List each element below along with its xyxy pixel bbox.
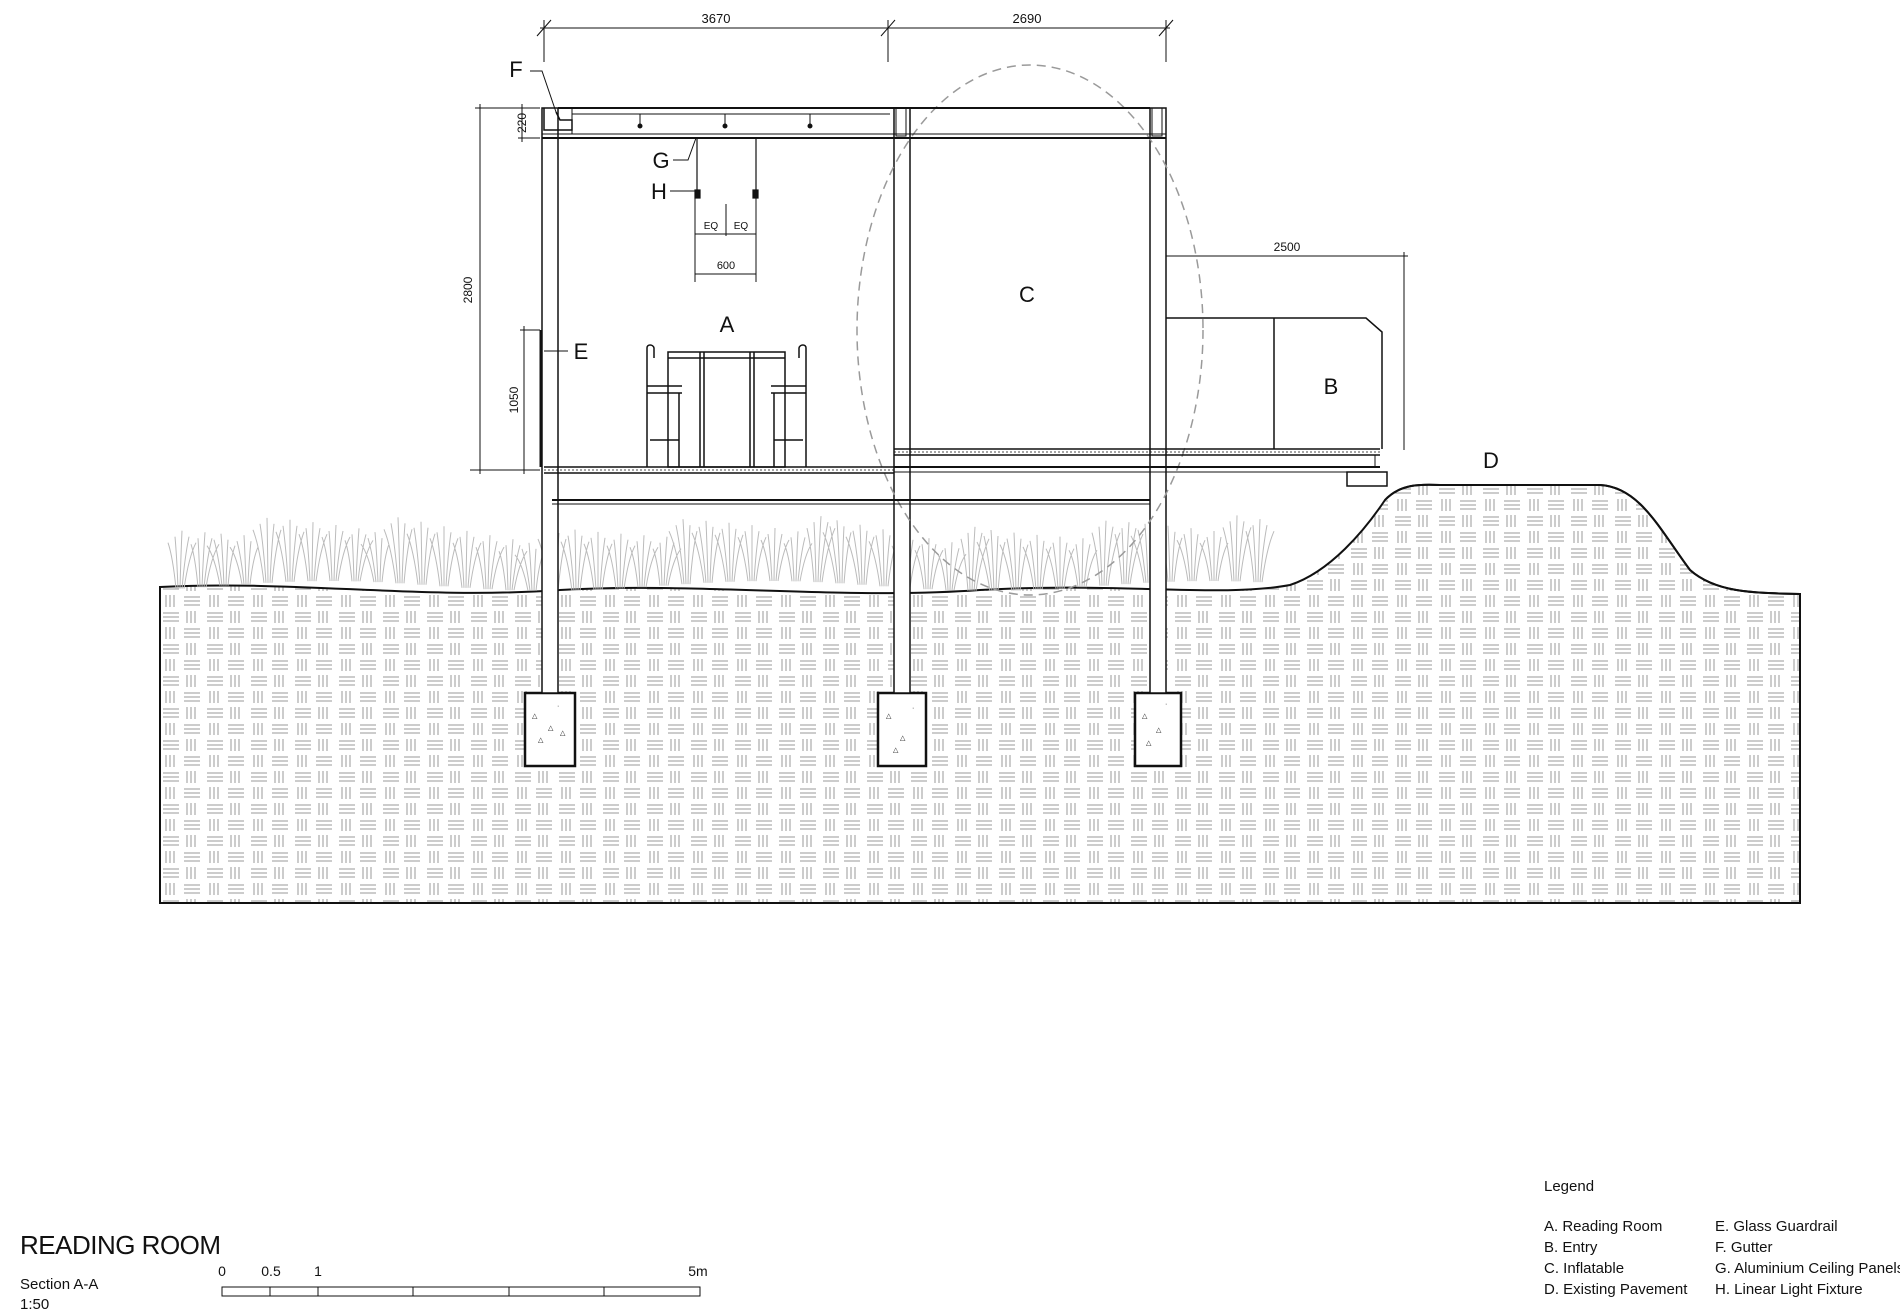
bookshelf	[667, 351, 786, 468]
footing-1	[523, 691, 577, 768]
legend-title: Legend	[1544, 1178, 1595, 1195]
legend-item-inflatable: C. Inflatable	[1544, 1260, 1625, 1277]
dimension-labels: 3670 2690 220 2800 1050 EQ EQ 600 2500	[461, 11, 1301, 413]
ground-section	[159, 483, 1801, 904]
scale-label-0: 0	[218, 1263, 226, 1279]
inflatable-outline	[856, 64, 1204, 596]
svg-text:·: ·	[557, 703, 559, 710]
reading-room-floor	[544, 466, 1150, 505]
svg-text:△: △	[538, 737, 544, 744]
callout-g: G	[652, 148, 669, 173]
title-block: READING ROOM Section A-A 1:50	[20, 1230, 221, 1315]
svg-text:△: △	[560, 730, 566, 737]
scale-label-half: 0.5	[261, 1263, 281, 1279]
column-1	[541, 107, 559, 694]
column-3	[1149, 107, 1167, 694]
dim-width-c: 2690	[1013, 11, 1042, 26]
dim-height: 2800	[461, 276, 475, 303]
callout-d: D	[1483, 448, 1499, 473]
scale-label-5m: 5m	[688, 1263, 707, 1279]
dim-guardrail: 1050	[507, 386, 521, 413]
callout-leaders	[530, 70, 697, 352]
dim-light-spacing: 600	[717, 260, 735, 272]
dim-entry-width: 2500	[1274, 240, 1301, 254]
legend-item-existing-pavement: D. Existing Pavement	[1544, 1281, 1688, 1298]
svg-text:·: ·	[912, 705, 914, 712]
existing-pavement-outline	[1384, 483, 1801, 595]
grass-blades	[167, 515, 1275, 592]
legend-item-glass-guardrail: E. Glass Guardrail	[1715, 1218, 1838, 1235]
callout-c: C	[1019, 282, 1035, 307]
footing-2	[876, 691, 928, 768]
legend: Legend A. Reading Room E. Glass Guardrai…	[1544, 1178, 1900, 1300]
scale-label-1: 1	[314, 1263, 322, 1279]
chair-right	[771, 344, 807, 467]
grass-vegetation	[167, 515, 1275, 592]
legend-item-ceiling-panels: G. Aluminium Ceiling Panels	[1715, 1260, 1900, 1277]
footing-aggregate: △△△·△ △△△· △△△·	[532, 701, 1167, 754]
dimension-lines	[470, 19, 1408, 474]
callout-a: A	[720, 312, 735, 337]
legend-item-light-fixture: H. Linear Light Fixture	[1715, 1281, 1863, 1298]
reading-room-furniture	[646, 344, 807, 468]
callout-labels: A B C D E F G H	[509, 57, 1499, 473]
scale-label: 1:50	[20, 1296, 50, 1313]
dim-light-eq-1: EQ	[704, 221, 719, 232]
drawing-title: READING ROOM	[20, 1230, 221, 1260]
scale-bar: 0 0.5 1 5m	[218, 1263, 708, 1297]
svg-text:△: △	[900, 735, 906, 742]
svg-text:△: △	[532, 713, 538, 720]
legend-item-entry: B. Entry	[1544, 1239, 1598, 1256]
legend-item-gutter: F. Gutter	[1715, 1239, 1773, 1256]
svg-text:△: △	[893, 747, 899, 754]
svg-text:·: ·	[1165, 701, 1167, 708]
callout-b: B	[1324, 374, 1339, 399]
callout-e: E	[574, 339, 589, 364]
dim-light-eq-2: EQ	[734, 221, 749, 232]
legend-item-reading-room: A. Reading Room	[1544, 1218, 1663, 1235]
steel-columns	[541, 107, 1167, 694]
entry-structure	[894, 317, 1388, 487]
svg-text:△: △	[1156, 727, 1162, 734]
callout-h: H	[651, 179, 667, 204]
roof-structure	[542, 107, 1166, 139]
svg-text:△: △	[1142, 713, 1148, 720]
chair-left	[646, 344, 682, 467]
svg-text:△: △	[548, 725, 554, 732]
linear-light-fixtures	[694, 138, 759, 199]
callout-f: F	[509, 57, 522, 82]
dim-width-a: 3670	[702, 11, 731, 26]
svg-text:△: △	[886, 713, 892, 720]
dim-roof: 220	[515, 113, 529, 133]
entry-canopy	[1166, 317, 1383, 449]
column-2	[893, 107, 911, 694]
gutter	[543, 108, 573, 131]
section-label: Section A-A	[20, 1276, 99, 1293]
svg-text:△: △	[1146, 740, 1152, 747]
